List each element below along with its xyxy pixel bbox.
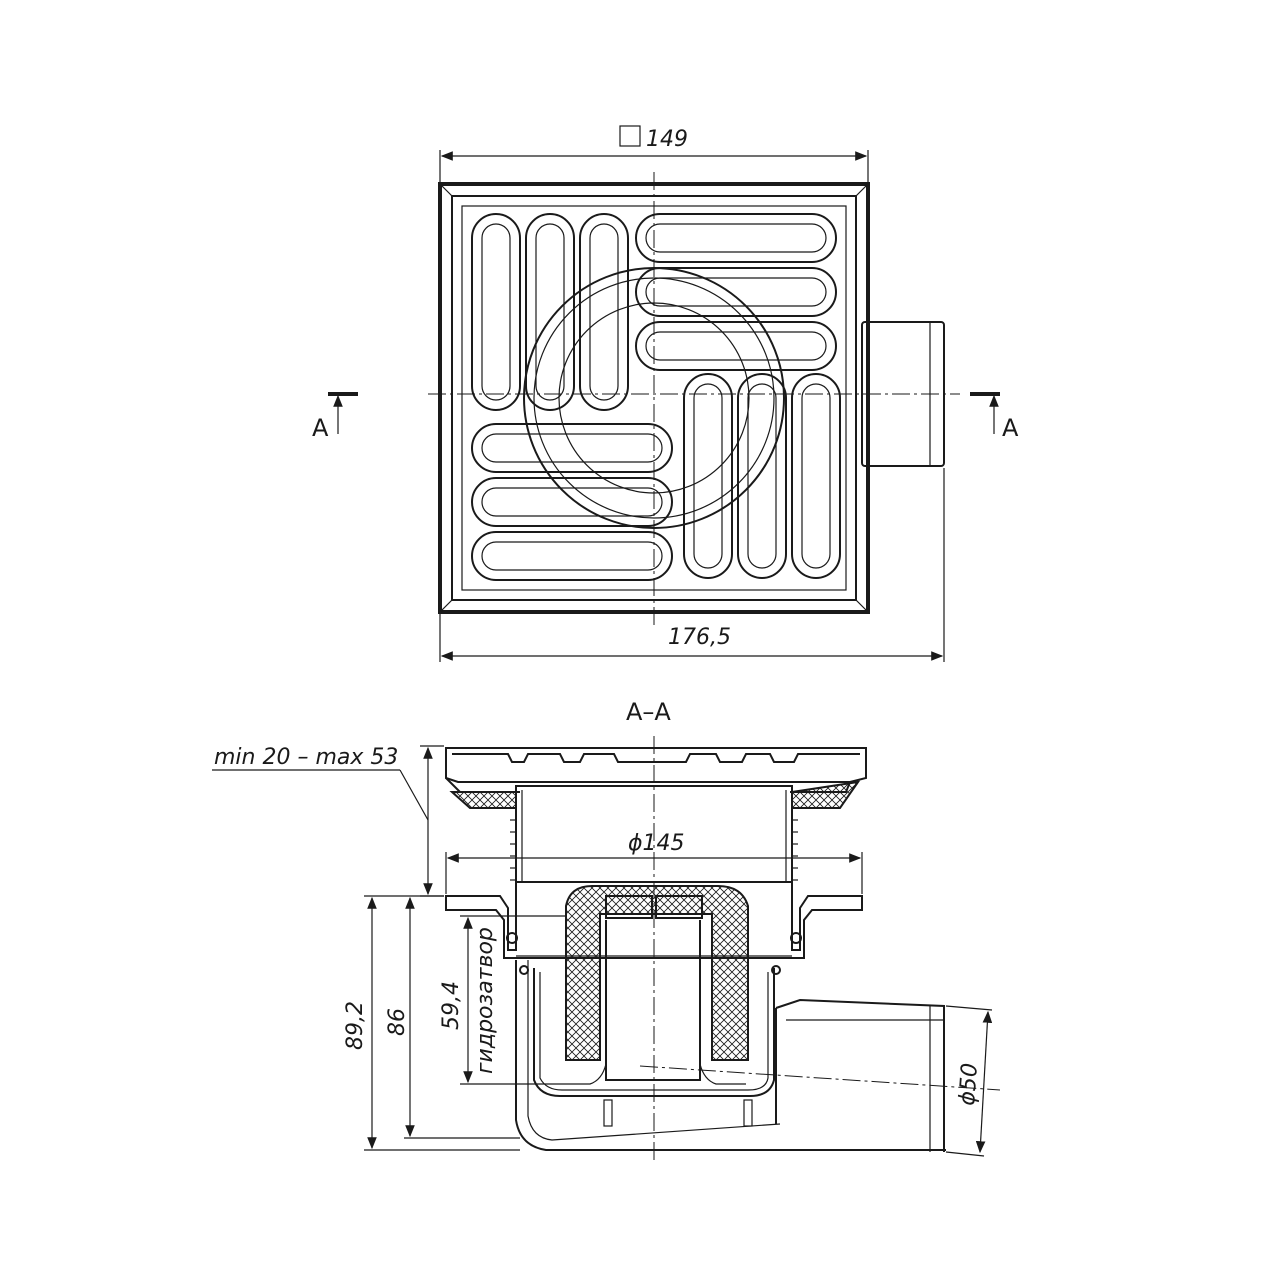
section-view: ϕ145 min 20 – max 53 89,2 86 59,4 гидроз… xyxy=(212,736,1001,1162)
section-title: A–A xyxy=(626,698,671,726)
dim-height-86: 86 xyxy=(385,1008,410,1036)
section-marker-right: A xyxy=(1002,414,1019,442)
grate-slots xyxy=(471,213,841,581)
dim-height-range: min 20 – max 53 xyxy=(214,745,398,770)
dim-water-seal-height: 59,4 xyxy=(439,981,464,1030)
dim-height-total: 89,2 xyxy=(343,1001,368,1050)
dim-total-width: 176,5 xyxy=(668,625,731,650)
section-marker-left: A xyxy=(312,414,329,442)
square-symbol-icon xyxy=(619,125,641,147)
dim-body-diameter: ϕ145 xyxy=(628,831,685,856)
dim-top-width: 149 xyxy=(646,127,688,152)
plan-view: 149 176,5 A A xyxy=(312,125,1019,662)
water-seal-label: гидрозатвор xyxy=(473,927,498,1074)
dim-outlet-diameter: ϕ50 xyxy=(955,1062,983,1106)
